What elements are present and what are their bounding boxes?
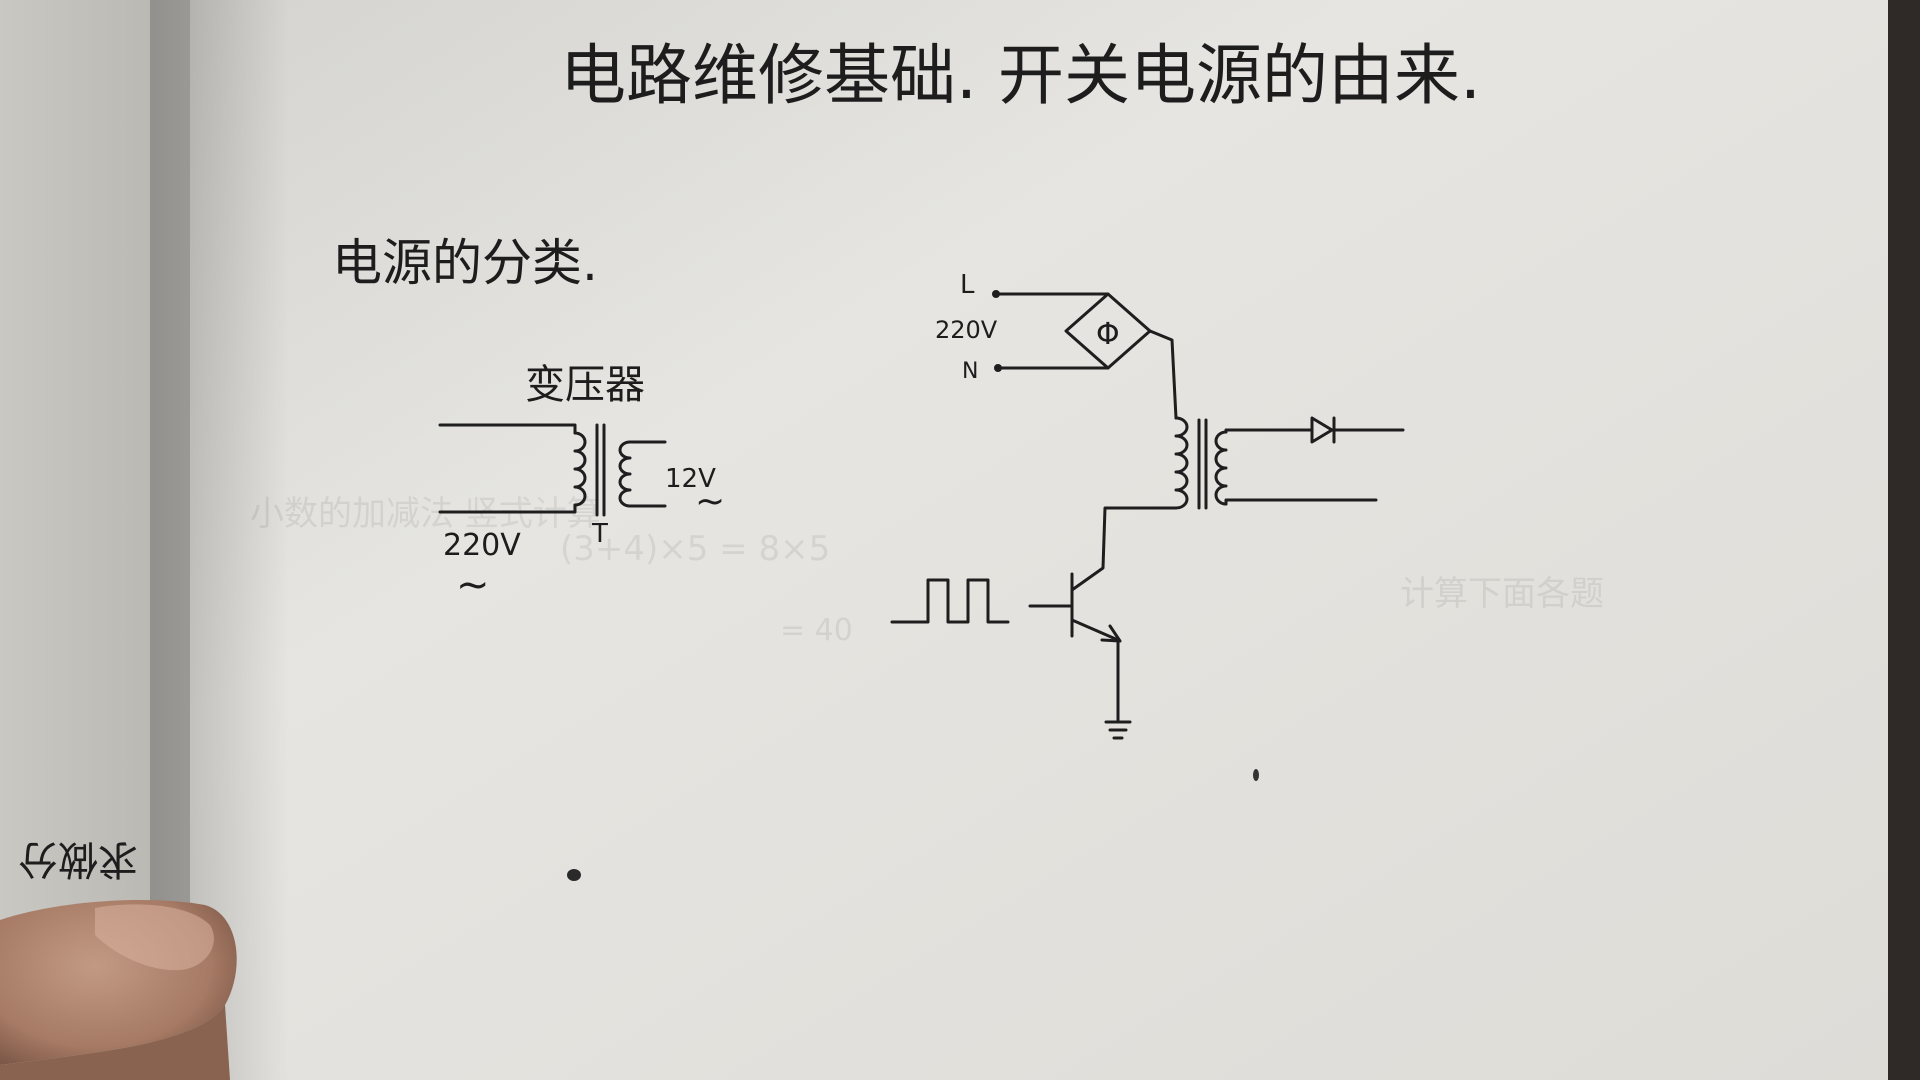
core-label: T bbox=[591, 519, 608, 549]
secondary-voltage: 12V bbox=[665, 464, 716, 494]
ink-dot bbox=[567, 869, 581, 881]
ink-mark bbox=[1253, 769, 1259, 781]
right-edge bbox=[1888, 0, 1920, 1080]
section-heading: 电源的分类. bbox=[332, 234, 598, 292]
smps-secondary-winding bbox=[1214, 430, 1228, 506]
bridge-rectifier bbox=[1064, 292, 1152, 370]
svg-text:(3+4)×5 = 8×5: (3+4)×5 = 8×5 bbox=[560, 529, 830, 569]
primary-ac-symbol: ~ bbox=[456, 562, 490, 608]
primary-voltage: 220V bbox=[443, 528, 521, 563]
collector-wire bbox=[1070, 506, 1178, 592]
bleed-through-text: 小数的加减法 竖式计算 (3+4)×5 = 8×5 计算下面各题 = 40 bbox=[250, 494, 1604, 648]
secondary-output-top bbox=[1224, 428, 1314, 434]
holding-finger bbox=[0, 900, 237, 1080]
page-title: 电路维修基础. 开关电源的由来. bbox=[560, 37, 1481, 114]
ground-icon bbox=[1104, 720, 1132, 740]
square-wave-signal bbox=[890, 578, 1010, 624]
bridge-output-wire bbox=[1148, 329, 1178, 420]
svg-text:计算下面各题: 计算下面各题 bbox=[1400, 574, 1604, 614]
secondary-ac-symbol: ~ bbox=[695, 481, 725, 522]
neutral-label: N bbox=[962, 359, 978, 384]
mains-voltage-label: 220V bbox=[935, 316, 998, 344]
output-wire-bottom bbox=[1224, 498, 1378, 506]
bridge-symbol-icon: Φ bbox=[1096, 317, 1120, 352]
transformer-diagram: 变压器 T 12V ~ 220V ~ bbox=[438, 362, 725, 608]
transformer-label: 变压器 bbox=[525, 362, 645, 408]
primary-bottom-wire bbox=[438, 503, 577, 514]
margin-note: 求做分 bbox=[18, 836, 138, 882]
page-fold-shadow bbox=[150, 0, 290, 1080]
smps-primary-winding bbox=[1174, 416, 1189, 510]
line-label: L bbox=[960, 270, 975, 300]
primary-top-wire bbox=[438, 423, 577, 435]
transistor-emitter bbox=[1070, 618, 1120, 642]
output-diode bbox=[1310, 416, 1334, 444]
neutral-terminal bbox=[994, 364, 1002, 372]
paper-sheet bbox=[150, 0, 1888, 1080]
svg-text:= 40: = 40 bbox=[780, 613, 853, 648]
svg-text:小数的加减法 竖式计算: 小数的加减法 竖式计算 bbox=[250, 494, 601, 534]
switching-supply-diagram: L 220V N Φ bbox=[890, 270, 1405, 740]
primary-winding bbox=[573, 431, 587, 507]
line-terminal bbox=[992, 290, 1000, 298]
emitter-arrow-icon bbox=[1100, 624, 1122, 643]
secondary-winding bbox=[618, 440, 632, 508]
